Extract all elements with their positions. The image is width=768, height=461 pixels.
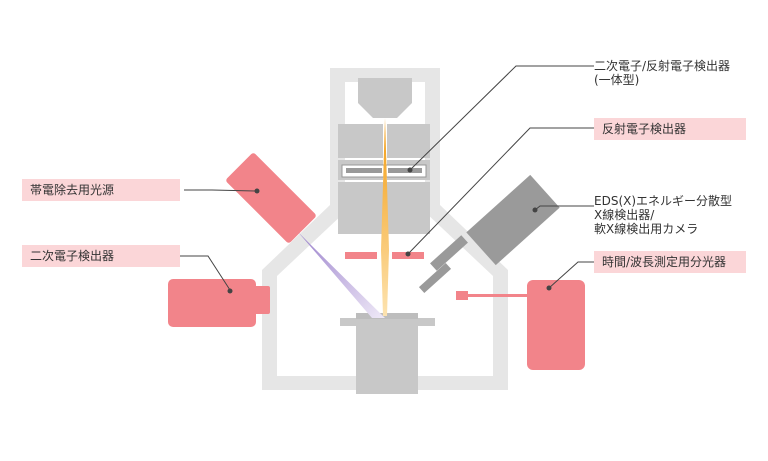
spectrometer-body (456, 280, 585, 370)
label-charge-neutralizer: 帯電除去用光源 (22, 179, 180, 201)
label-eds-line1: EDS(X)エネルギー分散型 (594, 194, 733, 208)
electron-beam (381, 118, 389, 316)
label-se-bse-line2: (一体型) (594, 73, 640, 87)
charge-neutralizer-source (226, 153, 385, 318)
chamber-wall (262, 68, 508, 390)
label-eds-line2: X線検出器/ (594, 208, 655, 222)
label-eds-detector: EDS(X)エネルギー分散型 X線検出器/ 軟X線検出用カメラ (594, 194, 732, 236)
label-spectrometer: 時間/波長測定用分光器 (594, 251, 746, 273)
label-se-bse-detector: 二次電子/反射電子検出器 (一体型) (594, 59, 730, 87)
leader-dots (227, 167, 552, 294)
leader-lines (180, 65, 594, 291)
se-detector-body (168, 279, 270, 327)
label-bse-detector: 反射電子検出器 (594, 118, 746, 140)
label-eds-line3: 軟X線検出用カメラ (594, 222, 699, 236)
label-se-bse-line1: 二次電子/反射電子検出器 (594, 59, 731, 73)
label-se-detector: 二次電子検出器 (22, 245, 180, 267)
eds-detector-body (418, 174, 560, 294)
